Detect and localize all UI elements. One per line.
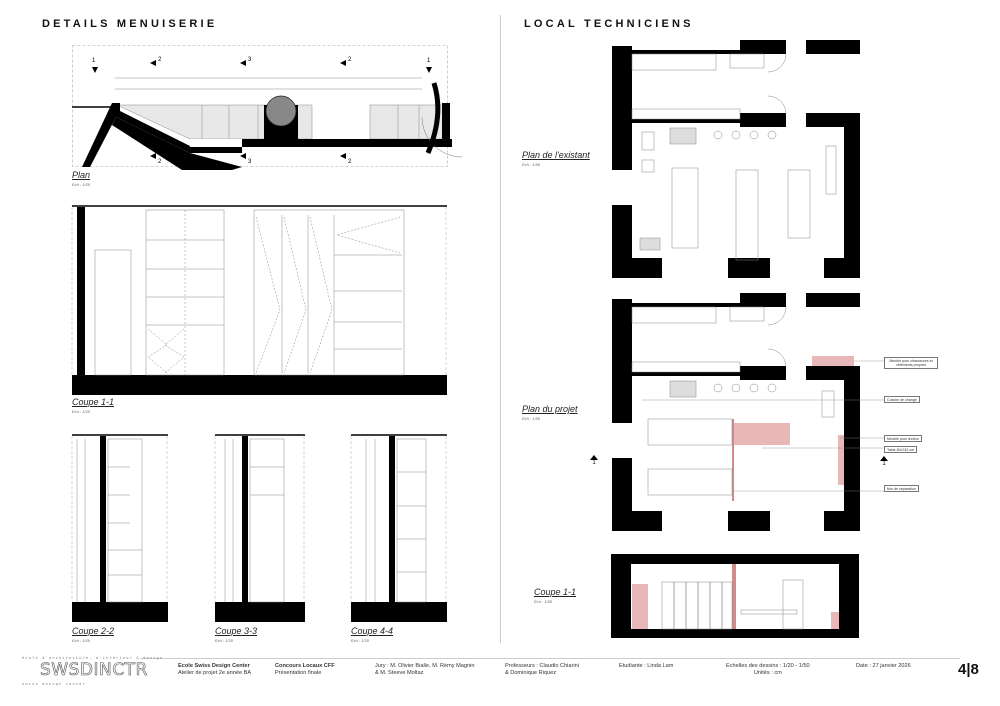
scales-line-2: Unités : cm <box>753 670 782 676</box>
logo-tagline-bottom: swiss design center <box>22 682 86 686</box>
footer-date: Date : 27 janvier 2026 <box>856 663 911 669</box>
coupe-1-1-local-title: Coupe 1-1 <box>534 587 577 597</box>
footer-scales: Echelles des dessins : 1/20 - 1/50 Unité… <box>726 663 810 677</box>
coupe-2-2-title: Coupe 2-2 <box>72 626 115 636</box>
svg-text:3: 3 <box>248 57 252 63</box>
callout-mur-separation: Mur de séparation <box>884 485 919 493</box>
footer-student: Etudiante : Linda Lam <box>619 663 674 669</box>
page-number: 4|8 <box>958 661 979 678</box>
callout-meuble-lecteur: Meuble pour lecteur <box>884 435 922 443</box>
jury-line-2: & M. Steeve Moltaz <box>375 670 424 676</box>
coupe-1-1-menuiserie-drawing <box>71 205 447 395</box>
svg-text:3: 3 <box>248 159 252 165</box>
prof-line-2: & Dominique Riquez <box>505 670 556 676</box>
page-divider <box>500 15 501 643</box>
footer-divider <box>140 658 960 659</box>
section-title-details-menuiserie: DETAILS MENUISERIE <box>42 18 218 30</box>
coupe-3-3-scale: Ech : 1/20 <box>215 638 234 643</box>
footer-school: Ecole Swiss Design Center Atelier de pro… <box>178 663 251 677</box>
section-arrow-icon <box>880 456 888 461</box>
svg-text:2: 2 <box>158 57 162 63</box>
section-marker-projet-right: 1 <box>880 456 888 467</box>
coupe-1-1-title: Coupe 1-1 <box>72 397 115 407</box>
contest-name: Concours Locaux CFF <box>275 663 335 669</box>
plan-projet-drawing <box>612 293 884 531</box>
svg-text:2: 2 <box>158 159 162 165</box>
plan-projet-title: Plan du projet <box>522 404 578 414</box>
logo-tagline-top: école d'architecture, d'intérieur & desi… <box>22 656 164 660</box>
coupe-3-3-title: Coupe 3-3 <box>215 626 258 636</box>
plan-existant-scale: Ech : 1/50 <box>522 162 541 167</box>
coupe-4-4-drawing <box>350 434 447 622</box>
plan-projet-scale: Ech : 1/50 <box>522 416 541 421</box>
coupe-1-1-scale: Ech : 1/20 <box>72 409 91 414</box>
svg-text:2: 2 <box>348 159 352 165</box>
plan-menuiserie-drawing: 1 2 3 2 1 2 3 2 <box>72 45 463 170</box>
coupe-2-2-drawing <box>71 434 168 622</box>
scales-line-1: Echelles des dessins : 1/20 - 1/50 <box>726 663 810 669</box>
school-name: Ecole Swiss Design Center <box>178 663 250 669</box>
contest-sub: Présentation finale <box>275 670 322 676</box>
svg-text:1: 1 <box>92 58 96 64</box>
prof-line-1: Professeurs : Claudio Chiarini <box>505 663 579 669</box>
coupe-1-1-local-drawing <box>611 554 859 638</box>
callout-cuisine: Cuisine de change <box>884 396 920 404</box>
section-title-local-techniciens: LOCAL TECHNICIENS <box>524 18 694 30</box>
section-arrow-icon <box>590 455 598 460</box>
coupe-3-3-drawing <box>214 434 305 622</box>
coupe-1-1-local-scale: Ech : 1/50 <box>534 599 553 604</box>
footer-jury: Jury : M. Olivier Bialle, M. Rémy Magnin… <box>375 663 474 677</box>
callout-meuble-chaussures: Meuble pour chaussures et vêtements prop… <box>884 357 938 369</box>
plan-existant-drawing <box>612 40 860 278</box>
callout-table: Table 80x740 cm <box>884 446 918 454</box>
plan-title: Plan <box>72 170 91 180</box>
coupe-4-4-title: Coupe 4-4 <box>351 626 394 636</box>
coupe-4-4-scale: Ech : 1/20 <box>351 638 370 643</box>
section-marker-label: 1 <box>882 461 886 467</box>
footer-contest: Concours Locaux CFF Présentation finale <box>275 663 335 677</box>
plan-existant-title: Plan de l'existant <box>522 150 590 160</box>
svg-text:2: 2 <box>348 57 352 63</box>
plan-scale: Ech : 1/20 <box>72 182 91 187</box>
school-logo: SWSDINCTR <box>40 660 148 681</box>
section-marker-projet: 1 <box>590 455 598 466</box>
coupe-2-2-scale: Ech : 1/20 <box>72 638 91 643</box>
section-marker-label: 1 <box>592 460 596 466</box>
school-sub: Atelier de projet 2e année BA <box>178 670 252 676</box>
footer-professors: Professeurs : Claudio Chiarini & Dominiq… <box>505 663 579 677</box>
jury-line-1: Jury : M. Olivier Bialle, M. Rémy Magnin <box>375 663 475 669</box>
svg-text:1: 1 <box>427 58 431 64</box>
